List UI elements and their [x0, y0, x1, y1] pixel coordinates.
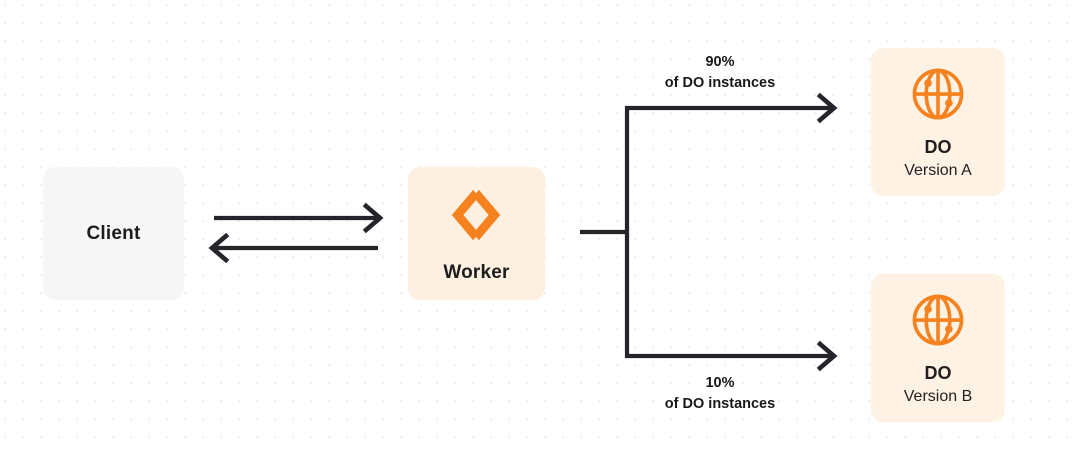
- arrow-worker-to-do-a: [625, 92, 838, 124]
- edge-label-do-b-percent: 10%: [705, 375, 735, 391]
- node-worker-label: Worker: [443, 261, 510, 283]
- edge-label-do-b-caption: of DO instances: [664, 396, 776, 413]
- worker-chevron-icon: [446, 184, 508, 246]
- node-do-b-sublabel: Version B: [903, 387, 973, 405]
- edge-label-do-b: 10% of DO instances: [592, 373, 848, 415]
- arrow-client-to-worker: [214, 202, 384, 234]
- node-do-version-a[interactable]: DO Version A: [871, 48, 1005, 196]
- edge-label-do-a-percent: 90%: [705, 54, 735, 70]
- node-worker[interactable]: Worker: [408, 167, 545, 300]
- edge-label-do-a: 90% of DO instances: [592, 52, 848, 94]
- node-client-label: Client: [86, 222, 141, 244]
- node-do-a-label: DO: [924, 136, 952, 157]
- arrow-worker-to-client: [208, 232, 378, 264]
- node-do-b-label: DO: [924, 362, 952, 383]
- worker-split-spine: [580, 106, 630, 358]
- edge-label-do-a-caption: of DO instances: [664, 75, 776, 92]
- node-do-version-b[interactable]: DO Version B: [871, 274, 1005, 422]
- globe-icon: [909, 65, 967, 123]
- globe-icon: [909, 291, 967, 349]
- node-client[interactable]: Client: [43, 167, 184, 300]
- arrow-worker-to-do-b: [625, 340, 838, 372]
- node-do-a-sublabel: Version A: [904, 161, 972, 179]
